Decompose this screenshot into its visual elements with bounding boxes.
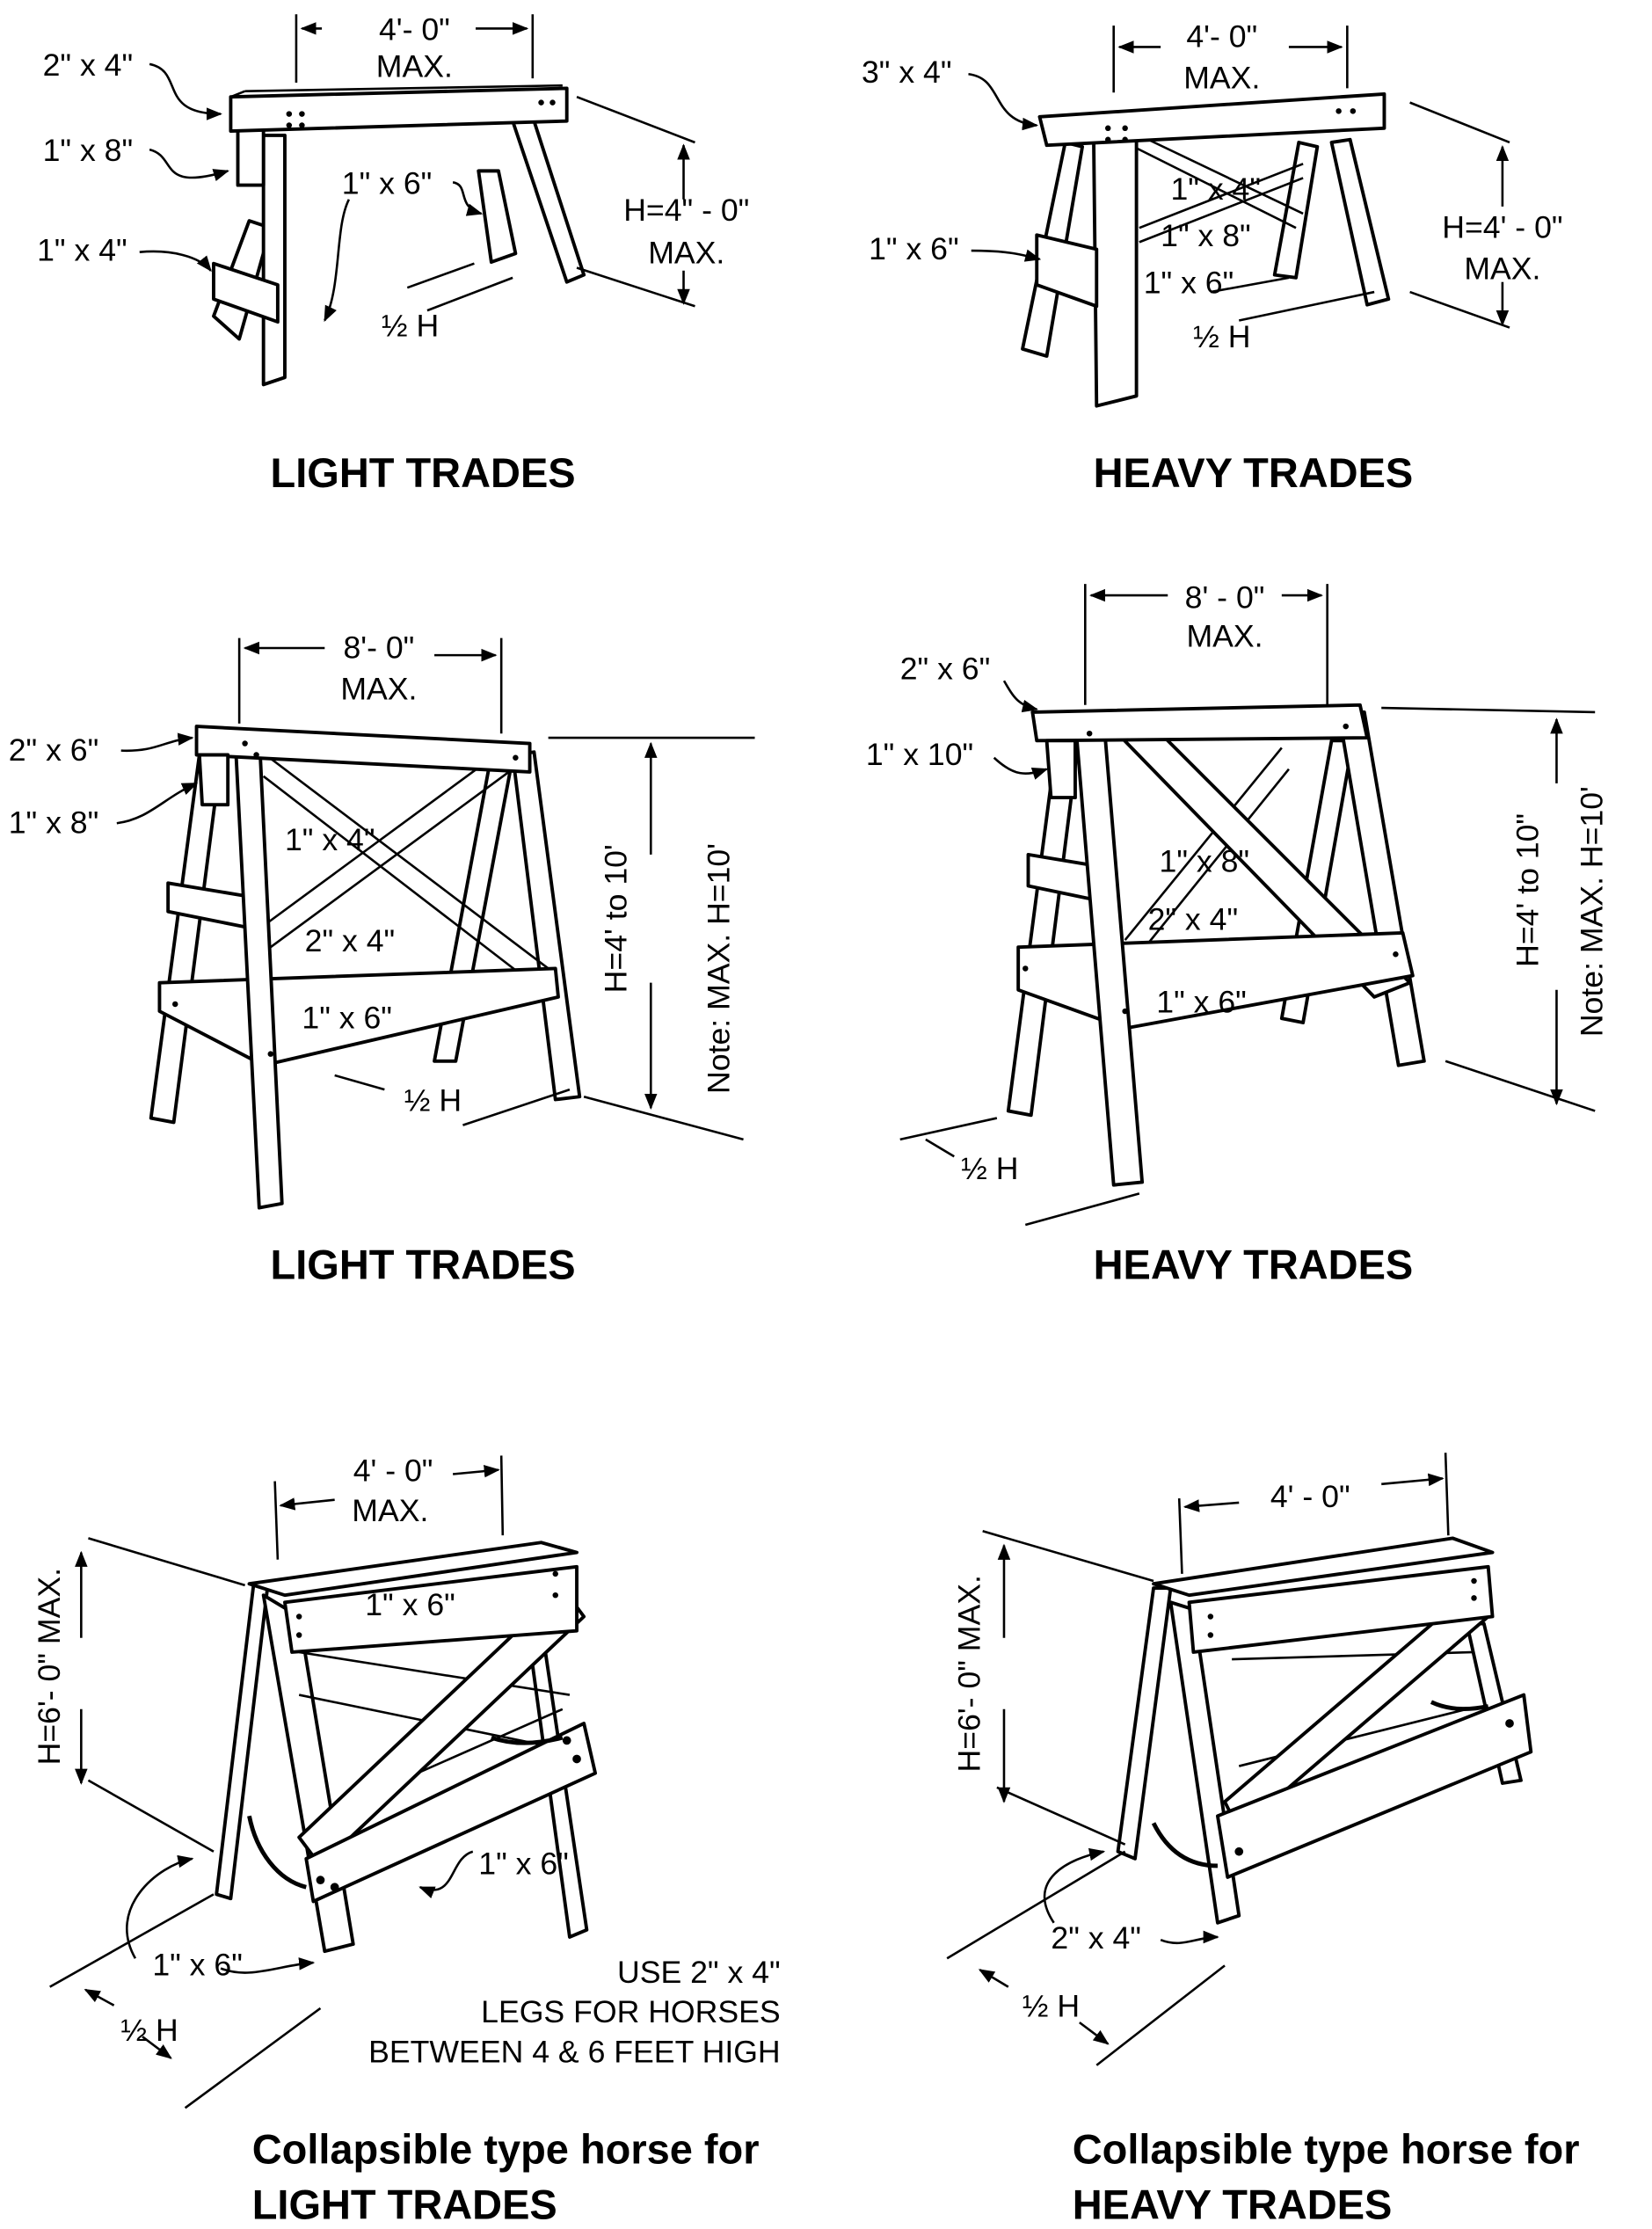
figure-title: LIGHT TRADES xyxy=(271,1242,576,1288)
callout-leg: 1" x 6" xyxy=(869,231,959,266)
callout-top-rail: 2" x 6" xyxy=(900,652,991,687)
callout-end-plate: 1" x 10" xyxy=(866,737,973,772)
height-dimension: H=4" - 0" xyxy=(623,193,749,228)
callout-cross-brace: 1" x 4" xyxy=(1170,171,1261,207)
spread-dimension: ½ H xyxy=(404,1082,462,1118)
spread-dimension: ½ H xyxy=(1022,1989,1080,2024)
sawhorse-drawing xyxy=(1006,703,1426,1187)
figure-title-line-1: Collapsible type horse for xyxy=(1073,2125,1580,2172)
callout-top-rail: 1" x 6" xyxy=(365,1587,455,1622)
height-dimension: H=6'- 0" MAX. xyxy=(951,1575,986,1772)
figure-title: LIGHT TRADES xyxy=(271,449,576,496)
callout-end-plate: 1" x 8" xyxy=(9,805,99,841)
callout-stretcher: 2" x 4" xyxy=(1148,902,1239,937)
figure-heavy-trades-large: 8' - 0" MAX. 2" x 6" 1" x 10" 1" x 8" 2"… xyxy=(866,580,1609,1288)
callout-top-rail: 2" x 4" xyxy=(43,47,134,83)
callout-leg: 1" x 6" xyxy=(1156,985,1247,1020)
width-dimension: 4'- 0" xyxy=(379,11,450,47)
height-note: Note: MAX. H=10' xyxy=(1574,786,1609,1037)
width-dimension: 8' - 0" xyxy=(1185,580,1265,616)
callout-inner-leg: 1" x 6" xyxy=(1144,266,1234,301)
callout-end-plate: 1" x 8" xyxy=(43,133,134,168)
height-dimension: H=4' - 0" xyxy=(1442,210,1562,245)
width-dimension-max: MAX. xyxy=(1183,60,1260,95)
spread-dimension: ½ H xyxy=(382,308,439,343)
callout-leg: 1" x 6" xyxy=(342,165,433,200)
width-dimension: 4' - 0" xyxy=(1270,1479,1350,1514)
height-dimension-max: MAX. xyxy=(648,236,724,271)
figure-title: HEAVY TRADES xyxy=(1094,1242,1414,1288)
sawhorse-drawing xyxy=(1116,1536,1533,1925)
callout-brace: 1" x 4" xyxy=(37,232,127,267)
note-line-1: USE 2" x 4" xyxy=(617,1955,781,1990)
callout-stretcher: 1" x 6" xyxy=(478,1847,569,1882)
figure-collapsible-heavy: 4' - 0" H=6'- 0" MAX. 2" x 4" ½ H Collap… xyxy=(946,1453,1580,2228)
spread-dimension: ½ H xyxy=(961,1151,1018,1186)
height-dimension: H=4' to 10' xyxy=(599,844,634,993)
spread-dimension: ½ H xyxy=(120,2013,178,2048)
sawhorse-drawing xyxy=(212,84,586,387)
width-dimension-max: MAX. xyxy=(1186,618,1263,653)
figure-collapsible-light: 1" x 6" 4' - 0" MAX. H=6'- 0" MAX. 1" x … xyxy=(32,1453,781,2228)
figure-title-line-2: LIGHT TRADES xyxy=(252,2182,557,2228)
figure-heavy-trades-small: 4'- 0" MAX. 3" x 4" 1" x 4" 1" x 8" 1" x… xyxy=(862,18,1563,496)
height-note: Note: MAX. H=10' xyxy=(701,843,736,1094)
figure-light-trades-small: 4'- 0" MAX. 2" x 4" 1" x 8" 1" x 6" 1" x… xyxy=(37,11,749,496)
width-dimension: 4' - 0" xyxy=(353,1453,433,1489)
height-dimension: H=6'- 0" MAX. xyxy=(32,1568,67,1765)
callout-stretcher: 2" x 4" xyxy=(305,923,396,958)
callout-cross-brace: 1" x 8" xyxy=(1160,843,1250,878)
note-line-2: LEGS FOR HORSES xyxy=(481,1994,781,2029)
callout-leg: 1" x 6" xyxy=(152,1948,243,1983)
callout-cross-brace: 1" x 4" xyxy=(285,822,375,857)
sawhorse-drawing xyxy=(1021,91,1391,408)
sawhorse-drawing xyxy=(149,725,582,1210)
width-dimension: 8'- 0" xyxy=(343,630,414,665)
callout-end-plate: 1" x 8" xyxy=(1161,218,1251,253)
figure-title: HEAVY TRADES xyxy=(1094,449,1414,496)
callout-top-rail: 2" x 6" xyxy=(9,732,99,768)
figure-title-line-2: HEAVY TRADES xyxy=(1073,2182,1393,2228)
spread-dimension: ½ H xyxy=(1193,319,1250,354)
callout-leg: 2" x 4" xyxy=(1051,1920,1141,1956)
width-dimension-max: MAX. xyxy=(352,1493,428,1528)
sawhorse-drawing xyxy=(215,1541,598,1954)
width-dimension-max: MAX. xyxy=(340,671,417,706)
width-dimension-max: MAX. xyxy=(376,48,453,84)
note-line-3: BETWEEN 4 & 6 FEET HIGH xyxy=(368,2034,781,2069)
callout-leg: 1" x 6" xyxy=(302,1001,392,1036)
height-dimension-max: MAX. xyxy=(1464,251,1540,286)
figure-title-line-1: Collapsible type horse for xyxy=(252,2125,760,2172)
callout-top-rail: 3" x 4" xyxy=(862,55,952,90)
height-dimension: H=4' to 10" xyxy=(1510,813,1545,967)
figure-light-trades-large: 8'- 0" MAX. 2" x 6" 1" x 8" 1" x 4" 2" x… xyxy=(9,630,755,1288)
width-dimension: 4'- 0" xyxy=(1186,18,1257,54)
